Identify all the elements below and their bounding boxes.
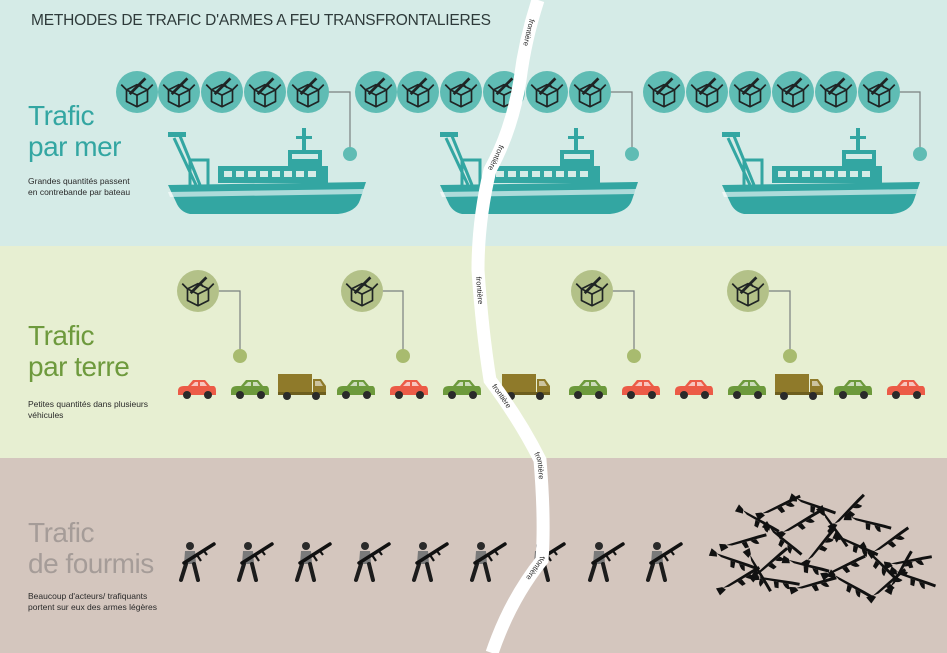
connector-dot (783, 349, 797, 363)
weapon-crate-icon (244, 71, 286, 113)
ant-title-line2: de fourmis (28, 548, 154, 579)
land-desc-line2: véhicules (28, 410, 64, 420)
weapon-crate-icon (287, 71, 329, 113)
weapon-crate-icon (571, 270, 613, 312)
weapon-crate-icon (526, 71, 568, 113)
connector-dot (343, 147, 357, 161)
rifle-icon (761, 520, 803, 556)
connector-line (895, 91, 921, 154)
weapon-crate-icon (643, 71, 685, 113)
rifle-icon (843, 512, 892, 533)
person-carrying-rifle-icon (354, 542, 391, 582)
rifle-icon (826, 569, 872, 598)
land-section-title: Trafic par terre (28, 320, 130, 382)
rifle-icon (883, 555, 933, 570)
connector-line (606, 91, 633, 154)
weapon-crate-icon (397, 71, 439, 113)
weapon-crate-icon (858, 71, 900, 113)
rifle-icon (775, 510, 821, 540)
person-carrying-rifle-icon (412, 542, 449, 582)
weapon-crate-icon (729, 71, 771, 113)
car-icon (337, 380, 375, 399)
weapon-crate-icon (440, 71, 482, 113)
rifle-icon (742, 547, 772, 593)
rifle-icon (858, 541, 897, 579)
ant-band (0, 458, 947, 653)
ship-icon (722, 128, 920, 214)
car-icon (390, 380, 428, 399)
weapon-crate-icon (177, 270, 219, 312)
weapon-crate-icon (569, 71, 611, 113)
weapon-crate-icon (772, 71, 814, 113)
page-title: METHODES DE TRAFIC D'ARMES A FEU TRANSFR… (31, 12, 491, 29)
connector-line (382, 290, 404, 356)
ant-title-line1: Trafic (28, 517, 94, 548)
ant-desc-line2: portent sur eux des armes légères (28, 602, 157, 612)
connector-dot (233, 349, 247, 363)
ant-section-title: Trafic de fourmis (28, 517, 154, 579)
rifle-icon (708, 548, 757, 572)
car-icon (675, 380, 713, 399)
car-icon (728, 380, 766, 399)
weapon-crate-icon (686, 71, 728, 113)
weapon-crate-icon (201, 71, 243, 113)
connector-dot (396, 349, 410, 363)
ship-icon (440, 128, 638, 214)
car-icon (622, 380, 660, 399)
sea-desc-line1: Grandes quantités passent (28, 176, 130, 186)
connector-line (218, 290, 241, 356)
person-carrying-rifle-icon (295, 542, 332, 582)
connector-line (612, 290, 635, 356)
weapon-crate-icon (116, 71, 158, 113)
ship-icon (168, 128, 366, 214)
car-icon (569, 380, 607, 399)
rifle-icon (800, 527, 836, 569)
ant-desc-line1: Beaucoup d'acteurs/ trafiquants (28, 591, 148, 601)
border-line (471, 0, 550, 653)
rifle-icon (715, 566, 761, 596)
sea-title-line2: par mer (28, 131, 121, 162)
car-icon (231, 380, 269, 399)
car-icon (887, 380, 925, 399)
land-title-line2: par terre (28, 351, 130, 382)
car-icon (443, 380, 481, 399)
weapon-crate-icon (355, 71, 397, 113)
sea-title-line1: Trafic (28, 100, 94, 131)
land-title-line1: Trafic (28, 320, 94, 351)
connector-dot (913, 147, 927, 161)
ant-section-description: Beaucoup d'acteurs/ trafiquants portent … (28, 591, 157, 613)
sea-section-description: Grandes quantités passent en contrebande… (28, 176, 130, 198)
weapon-crate-icon (341, 270, 383, 312)
weapon-crate-icon (727, 270, 769, 312)
person-carrying-rifle-icon (646, 542, 683, 582)
connector-dot (625, 147, 639, 161)
sea-desc-line2: en contrebande par bateau (28, 187, 131, 197)
border-label: frontière (474, 276, 485, 304)
truck-icon (775, 374, 823, 400)
connector-line (768, 290, 791, 356)
connector-line (324, 91, 351, 154)
person-carrying-rifle-icon (237, 542, 274, 582)
car-icon (178, 380, 216, 399)
weapon-crate-icon (158, 71, 200, 113)
land-section-description: Petites quantités dans plusieurs véhicul… (28, 399, 148, 421)
rifle-icon (781, 555, 830, 576)
connector-dot (627, 349, 641, 363)
rifle-icon (789, 576, 837, 595)
weapon-crate-icon (815, 71, 857, 113)
person-carrying-rifle-icon (470, 542, 507, 582)
person-carrying-rifle-icon (588, 542, 625, 582)
rifle-icon (884, 550, 913, 596)
sea-section-title: Trafic par mer (28, 100, 121, 162)
car-icon (834, 380, 872, 399)
land-desc-line1: Petites quantités dans plusieurs (28, 399, 149, 409)
rifle-icon (820, 554, 866, 581)
person-carrying-rifle-icon (179, 542, 216, 582)
truck-icon (278, 374, 326, 400)
rifle-icon (719, 533, 767, 552)
